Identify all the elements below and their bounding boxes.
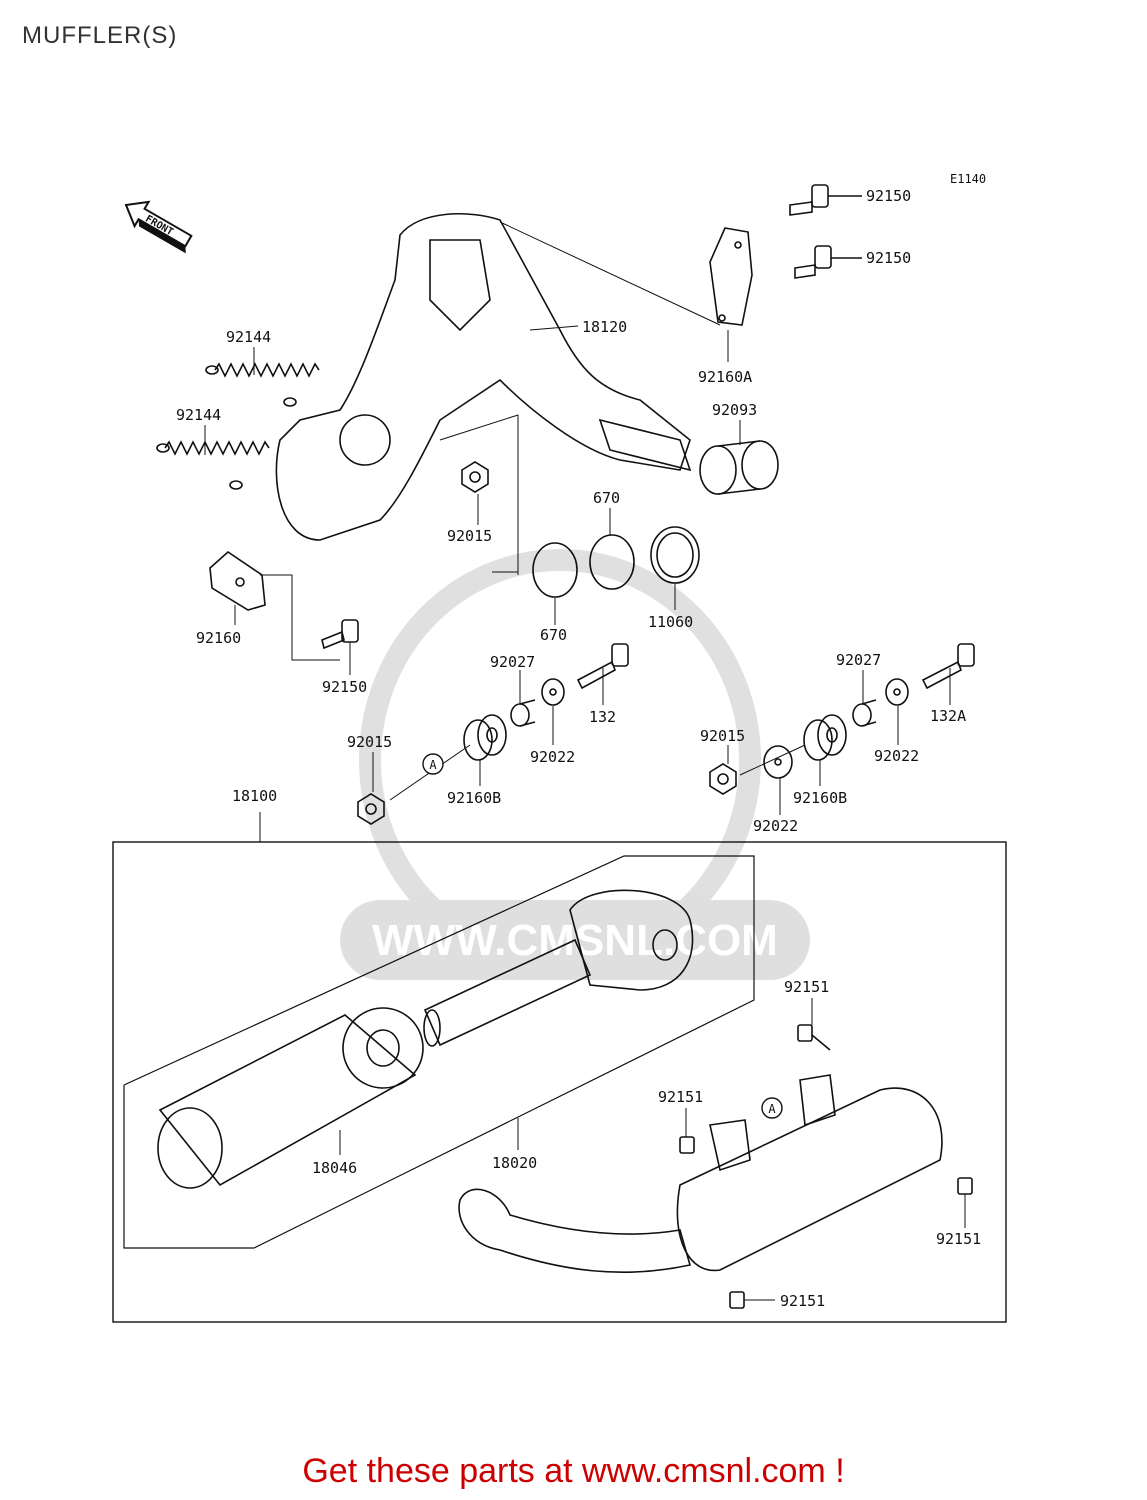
label-18100: 18100: [232, 787, 277, 805]
diagram-code: E1140: [950, 172, 986, 186]
front-arrow-icon: FRONT: [124, 200, 193, 254]
bolt-92150-top: [789, 184, 862, 216]
bolt-92150-left: [321, 619, 359, 650]
collar-92027-left: [510, 699, 536, 727]
bracket-92160a: [709, 227, 753, 326]
ref-marker-a-bottom: A: [761, 1097, 783, 1119]
exploded-parts-diagram: WWW.CMSNL.COM E1140 FRONT: [112, 172, 1007, 1323]
gasket-11060: [650, 526, 700, 584]
label-92151-a: 92151: [784, 978, 829, 996]
assembly-box-18100: [112, 841, 1007, 1323]
label-92150-left: 92150: [322, 678, 367, 696]
ref-marker-a-top-label: A: [429, 758, 437, 772]
label-92151-c: 92151: [936, 1230, 981, 1248]
label-92150-mid: 92150: [866, 249, 911, 267]
exhaust-chamber: [275, 212, 692, 541]
muffler-body: [458, 1074, 943, 1273]
collar-92027-right: [852, 699, 877, 727]
screw-92151-d: [729, 1291, 745, 1309]
label-92015-right: 92015: [700, 727, 745, 745]
washer-92022-left: [541, 678, 565, 706]
nut-92015-top: [461, 461, 489, 493]
plate-92160: [209, 550, 266, 611]
label-92022-left: 92022: [530, 748, 575, 766]
label-18046: 18046: [312, 1159, 357, 1177]
label-92144-b: 92144: [176, 406, 221, 424]
spring-92144-b: [156, 440, 270, 490]
label-92022-right: 92022: [874, 747, 919, 765]
screw-92151-b: [679, 1136, 695, 1154]
label-670-top: 670: [593, 489, 620, 507]
label-92015-top: 92015: [447, 527, 492, 545]
spring-92144-a: [205, 362, 320, 407]
label-670-bottom: 670: [540, 626, 567, 644]
o-ring-670-left: [532, 542, 578, 598]
bolt-132: [576, 643, 629, 690]
label-11060: 11060: [648, 613, 693, 631]
joint-92093: [699, 440, 779, 495]
label-92160: 92160: [196, 629, 241, 647]
screw-92151-c: [957, 1177, 973, 1195]
o-ring-670-right: [589, 534, 635, 590]
label-92027-right: 92027: [836, 651, 881, 669]
label-18020: 18020: [492, 1154, 537, 1172]
cms-watermark-logo: WWW.CMSNL.COM: [340, 549, 810, 980]
bolt-92150-mid: [794, 245, 862, 279]
screw-92151-a: [797, 1024, 831, 1051]
washer-92022-mid: [763, 745, 793, 779]
ref-marker-a-top: A: [422, 753, 444, 775]
ref-marker-a-bottom-label: A: [768, 1102, 776, 1116]
label-92027-left: 92027: [490, 653, 535, 671]
label-92144-a: 92144: [226, 328, 271, 346]
pipe-18020: [423, 889, 694, 1047]
nut-92015-right: [709, 763, 737, 795]
nut-92015-left: [357, 793, 385, 825]
bolt-132a: [921, 643, 975, 690]
leader-lines: [204, 325, 966, 1301]
page-title: MUFFLER(S): [22, 22, 178, 49]
label-92151-b: 92151: [658, 1088, 703, 1106]
label-92160b-left: 92160B: [447, 789, 501, 807]
label-132a: 132A: [930, 707, 966, 725]
label-92015-left: 92015: [347, 733, 392, 751]
label-92151-d: 92151: [780, 1292, 825, 1310]
washer-92022-right: [885, 678, 909, 706]
label-18120: 18120: [582, 318, 627, 336]
label-92022-mid: 92022: [753, 817, 798, 835]
label-92160b-right: 92160B: [793, 789, 847, 807]
label-132: 132: [589, 708, 616, 726]
shop-link[interactable]: Get these parts at www.cmsnl.com !: [302, 1452, 845, 1490]
packing-18046: [157, 1007, 424, 1189]
grommet-92160b-left: [463, 714, 507, 761]
label-92160a: 92160A: [698, 368, 752, 386]
label-92093: 92093: [712, 401, 757, 419]
label-92150-top: 92150: [866, 187, 911, 205]
grommet-92160b-right: [803, 714, 847, 761]
